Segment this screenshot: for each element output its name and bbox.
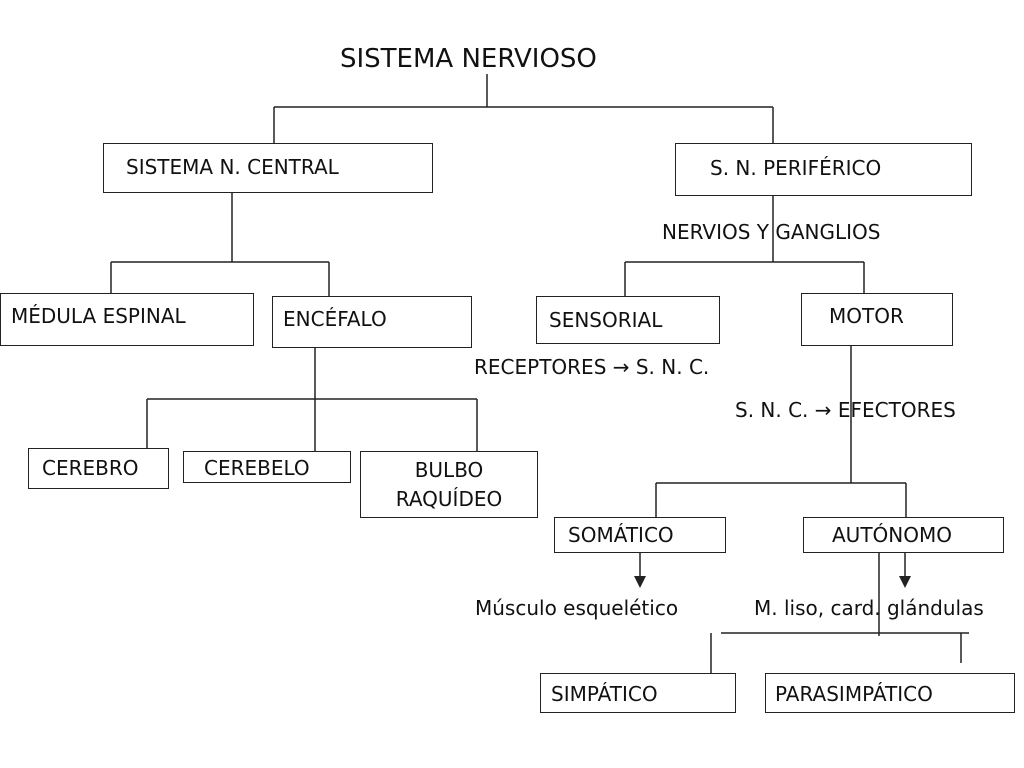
node-label: SIMPÁTICO bbox=[551, 682, 658, 706]
node-medula-espinal: MÉDULA ESPINAL bbox=[0, 293, 254, 346]
node-bulbo-raquideo: BULBO RAQUÍDEO bbox=[360, 451, 538, 518]
node-label-line1: BULBO bbox=[414, 458, 484, 482]
node-label: SISTEMA N. CENTRAL bbox=[126, 155, 339, 179]
node-label: AUTÓNOMO bbox=[832, 523, 952, 547]
node-label: ENCÉFALO bbox=[283, 307, 387, 331]
node-autonomo: AUTÓNOMO bbox=[803, 517, 1004, 553]
node-label-line2: RAQUÍDEO bbox=[395, 487, 503, 511]
label-efectores: S. N. C. → EFECTORES bbox=[735, 398, 956, 422]
label-liso-cardiaco-glandulas: M. liso, card. glándulas bbox=[754, 596, 984, 620]
node-label: PARASIMPÁTICO bbox=[775, 682, 933, 706]
node-label: SENSORIAL bbox=[549, 308, 663, 332]
node-label: MÉDULA ESPINAL bbox=[11, 304, 186, 328]
node-label: MOTOR bbox=[829, 304, 904, 328]
node-sistema-periferico: S. N. PERIFÉRICO bbox=[675, 143, 972, 196]
label-nervios-ganglios: NERVIOS Y GANGLIOS bbox=[662, 220, 881, 244]
node-motor: MOTOR bbox=[801, 293, 953, 346]
node-simpatico: SIMPÁTICO bbox=[540, 673, 736, 713]
node-label: SOMÁTICO bbox=[568, 523, 674, 547]
node-sensorial: SENSORIAL bbox=[536, 296, 720, 344]
diagram-title: SISTEMA NERVIOSO bbox=[340, 44, 597, 74]
node-label: CEREBRO bbox=[42, 456, 139, 480]
node-encefalo: ENCÉFALO bbox=[272, 296, 472, 348]
node-somatico: SOMÁTICO bbox=[554, 517, 726, 553]
label-receptores: RECEPTORES → S. N. C. bbox=[474, 355, 710, 379]
node-cerebro: CEREBRO bbox=[28, 448, 169, 489]
node-parasimpatico: PARASIMPÁTICO bbox=[765, 673, 1015, 713]
node-cerebelo: CEREBELO bbox=[183, 451, 351, 483]
node-label: CEREBELO bbox=[204, 456, 310, 480]
label-musculo-esqueletico: Músculo esquelético bbox=[475, 596, 679, 620]
node-sistema-central: SISTEMA N. CENTRAL bbox=[103, 143, 433, 193]
node-label: S. N. PERIFÉRICO bbox=[710, 156, 882, 180]
